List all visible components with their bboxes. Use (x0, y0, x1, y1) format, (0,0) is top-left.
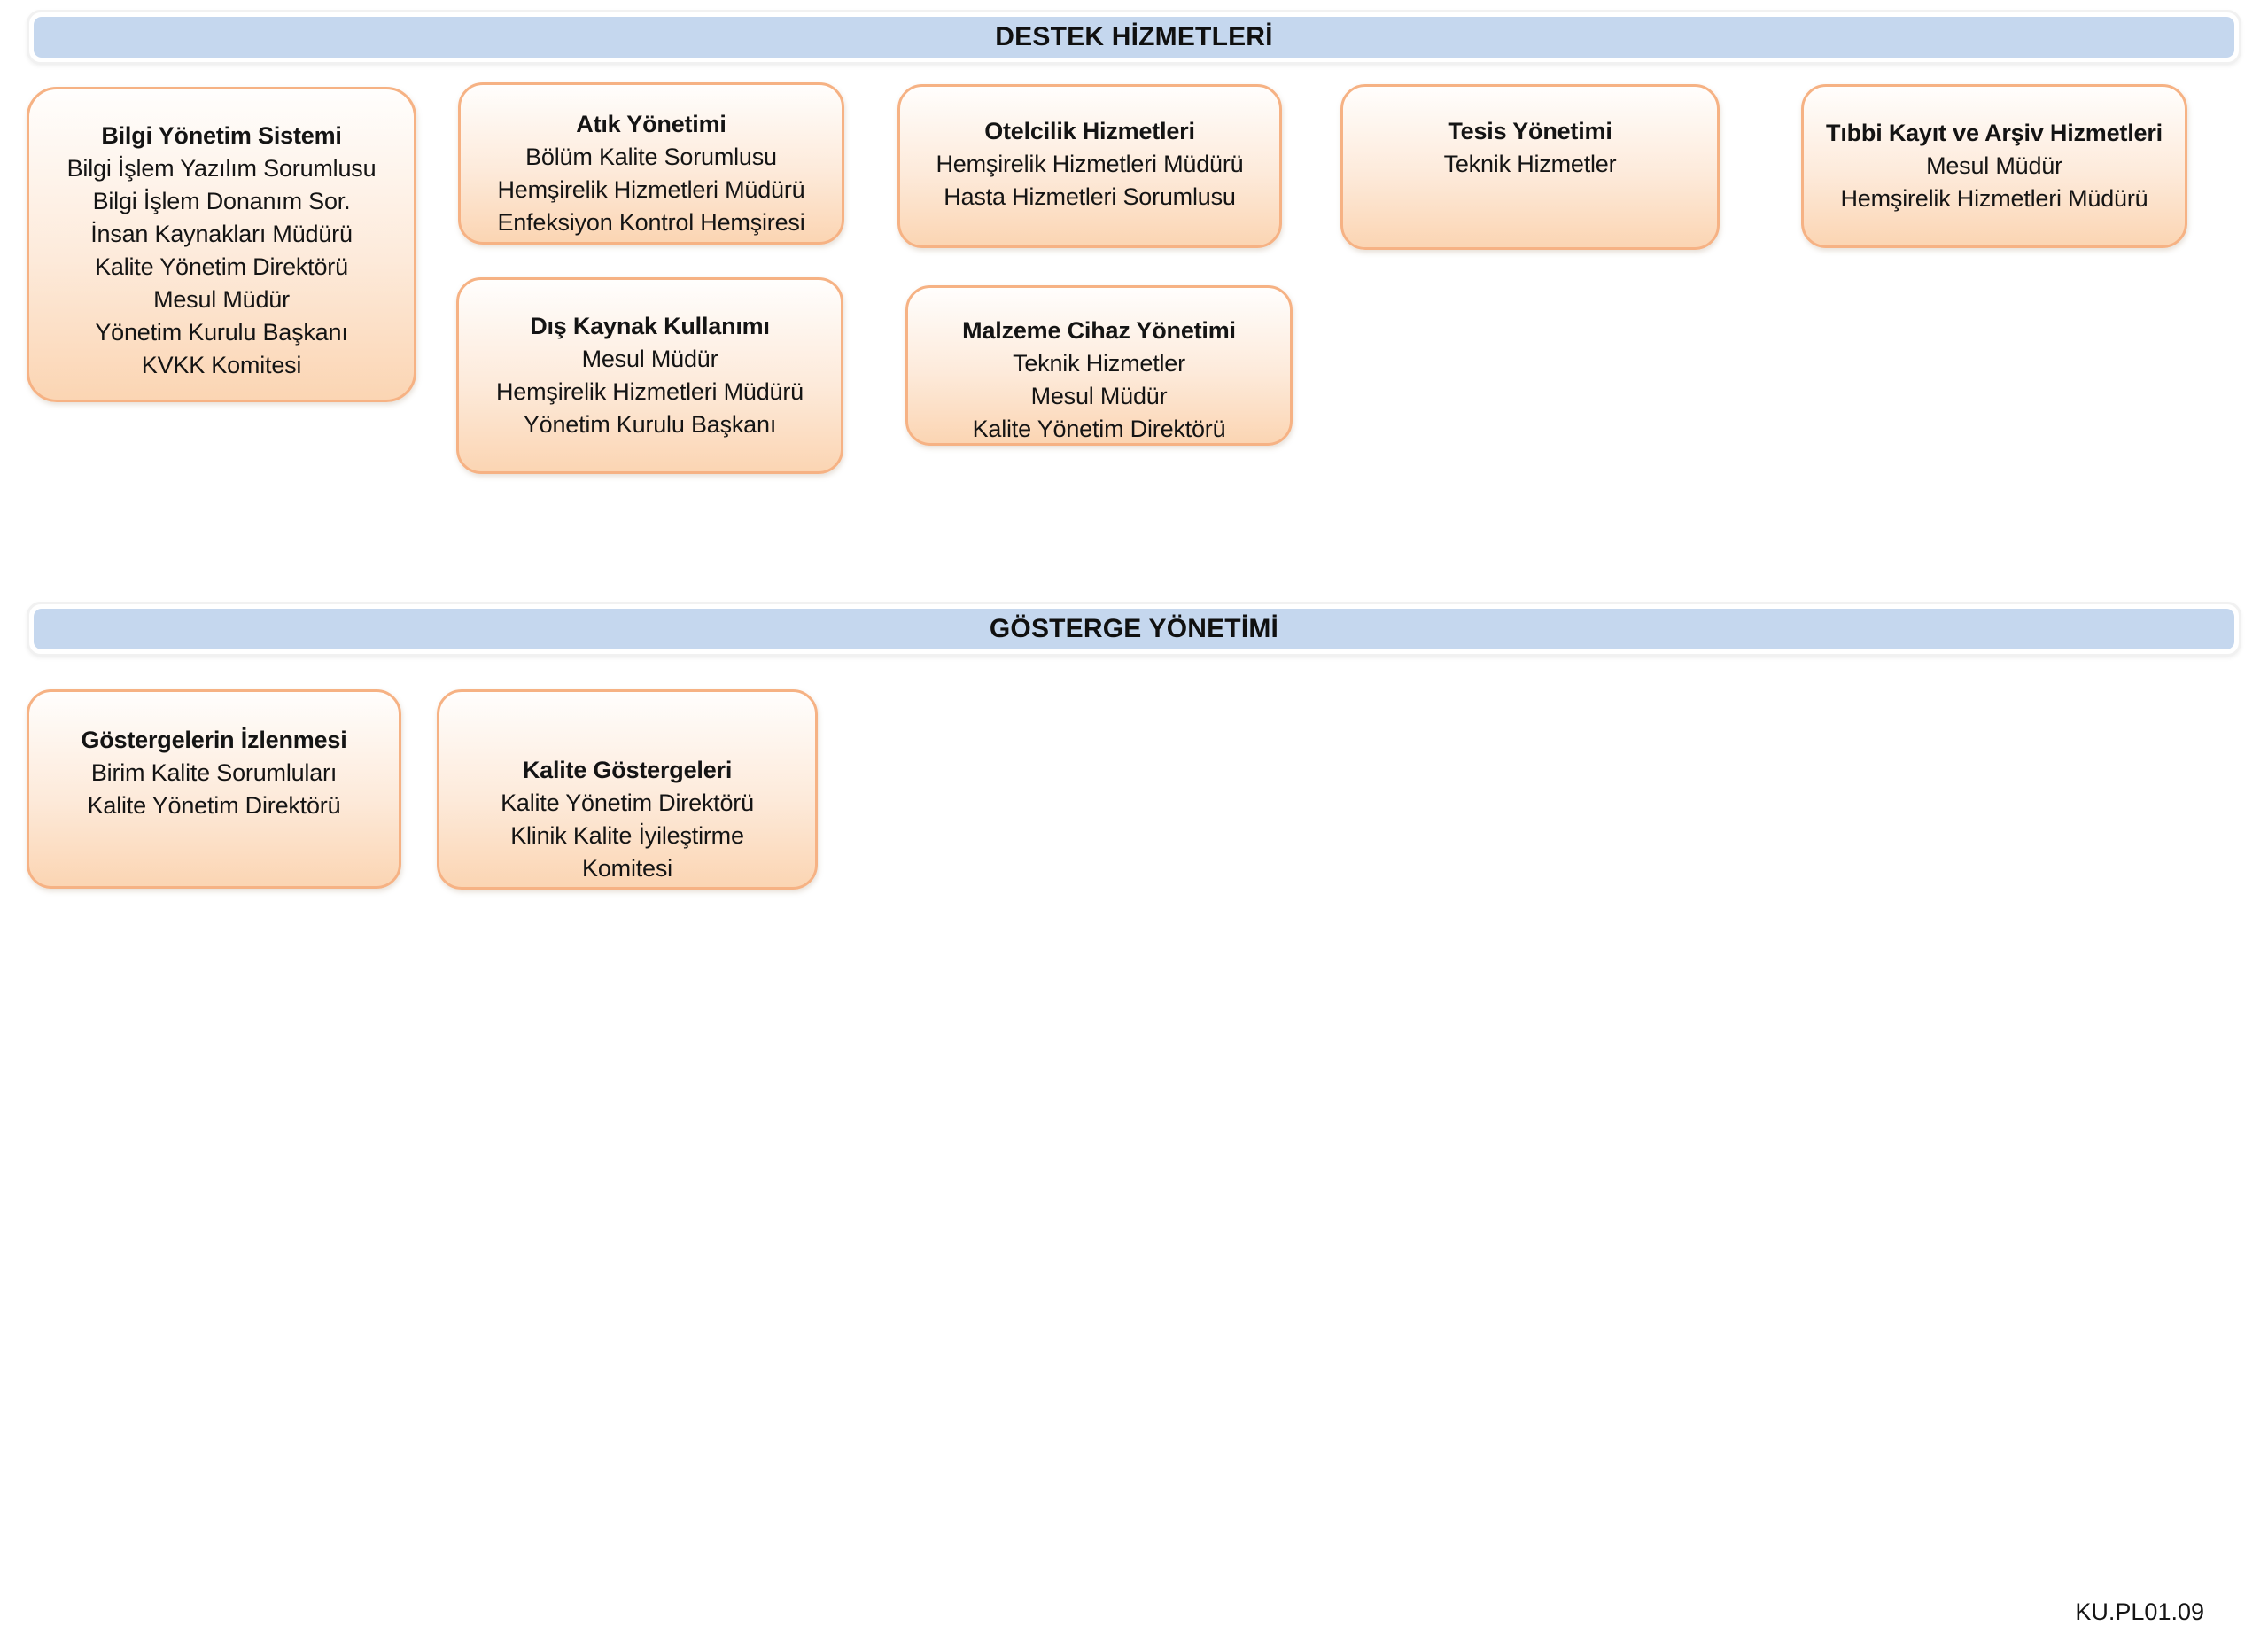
box-title: Tıbbi Kayıt ve Arşiv Hizmetleri (1826, 120, 2163, 146)
process-box-gostergelerin-izlenmesi: Göstergelerin İzlenmesi Birim Kalite Sor… (27, 689, 401, 889)
box-roles: Bölüm Kalite Sorumlusu Hemşirelik Hizmet… (497, 144, 805, 236)
box-title: Tesis Yönetimi (1448, 118, 1612, 144)
box-title: Bilgi Yönetim Sistemi (101, 122, 342, 149)
section-title: GÖSTERGE YÖNETİMİ (989, 614, 1279, 643)
box-title: Dış Kaynak Kullanımı (530, 313, 770, 339)
box-roles: Teknik Hizmetler Mesul Müdür Kalite Yöne… (972, 350, 1226, 442)
section-band-fill: GÖSTERGE YÖNETİMİ (34, 609, 2234, 649)
box-roles: Hemşirelik Hizmetleri Müdürü Hasta Hizme… (936, 151, 1244, 210)
box-roles: Bilgi İşlem Yazılım Sorumlusu Bilgi İşle… (66, 155, 377, 378)
box-roles: Mesul Müdür Hemşirelik Hizmetleri Müdürü (1840, 152, 2148, 212)
box-roles: Teknik Hizmetler (1443, 151, 1617, 177)
box-title: Kalite Göstergeleri (522, 757, 733, 783)
document-code: KU.PL01.09 (2075, 1598, 2204, 1625)
process-box-malzeme-cihaz-yonetimi: Malzeme Cihaz Yönetimi Teknik Hizmetler … (905, 285, 1293, 446)
process-box-bilgi-yonetim-sistemi: Bilgi Yönetim Sistemi Bilgi İşlem Yazılı… (27, 87, 416, 402)
process-box-tesis-yonetimi: Tesis Yönetimi Teknik Hizmetler (1340, 84, 1720, 250)
process-box-kalite-gostergeleri: Kalite Göstergeleri Kalite Yönetim Direk… (437, 689, 818, 890)
section-band-destek-hizmetleri: DESTEK HİZMETLERİ (27, 10, 2241, 65)
box-title: Otelcilik Hizmetleri (984, 118, 1195, 144)
box-roles: Kalite Yönetim Direktörü Klinik Kalite İ… (501, 789, 754, 882)
section-title: DESTEK HİZMETLERİ (995, 22, 1273, 51)
section-band-fill: DESTEK HİZMETLERİ (34, 17, 2234, 58)
process-box-otelcilik-hizmetleri: Otelcilik Hizmetleri Hemşirelik Hizmetle… (897, 84, 1282, 248)
box-roles: Mesul Müdür Hemşirelik Hizmetleri Müdürü… (496, 346, 804, 438)
box-title: Malzeme Cihaz Yönetimi (962, 317, 1236, 344)
process-box-tibbi-kayit-ve-arsiv-hizmetleri: Tıbbi Kayıt ve Arşiv Hizmetleri Mesul Mü… (1801, 84, 2187, 248)
box-title: Göstergelerin İzlenmesi (81, 727, 347, 753)
box-roles: Birim Kalite Sorumluları Kalite Yönetim … (87, 759, 341, 819)
process-box-dis-kaynak-kullanimi: Dış Kaynak Kullanımı Mesul Müdür Hemşire… (456, 277, 843, 474)
box-title: Atık Yönetimi (576, 111, 726, 137)
section-band-gosterge-yonetimi: GÖSTERGE YÖNETİMİ (27, 602, 2241, 657)
process-box-atik-yonetimi: Atık Yönetimi Bölüm Kalite Sorumlusu Hem… (458, 82, 844, 245)
